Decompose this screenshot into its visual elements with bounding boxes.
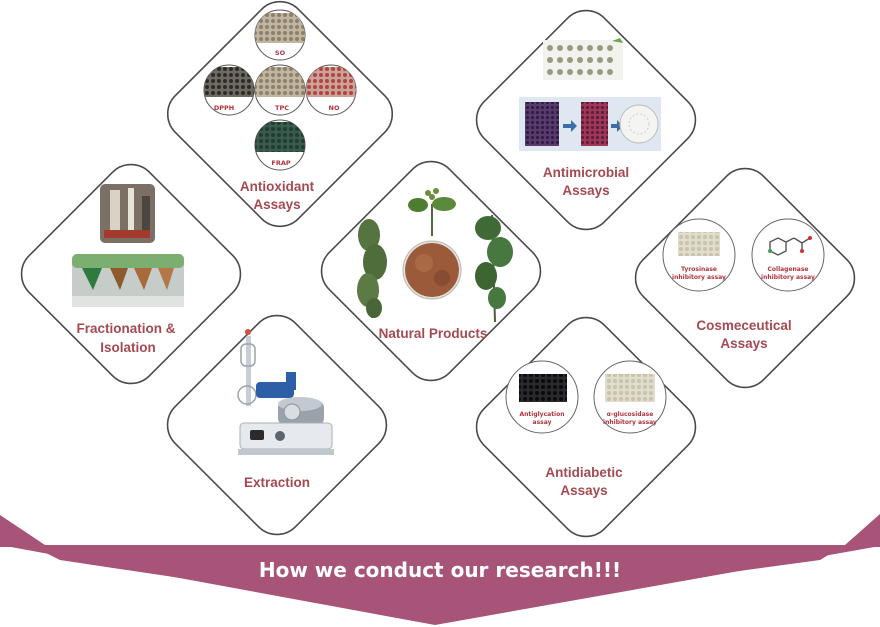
alpha-glucosidase-label-line1: α-glucosidase [607,411,654,418]
extract-petri-dish-image [402,240,462,300]
extraction-title: Extraction [244,475,310,490]
plate-no-label: NO [329,104,340,112]
antidiabetic-title-line1: Antidiabetic [545,465,623,480]
antioxidant-title-line2: Assays [253,197,300,212]
antioxidant-title-line1: Antioxidant [240,179,315,194]
antiglycation-label-line1: Antiglycation [519,411,564,418]
antimicrobial-title-line2: Assays [562,183,609,198]
alpha-glucosidase-label-line2: inhibitory assay [603,419,657,426]
antidiabetic-title-line2: Assays [560,483,607,498]
antiglycation-plate: Antiglycation assay [505,360,579,434]
alpha-glucosidase-plate: α-glucosidase inhibitory assay [593,360,667,434]
plate-frap: FRAP [254,119,306,171]
collagenase-plate: Collagenase inhibitory assay [751,218,825,292]
separatory-funnels-image [72,254,184,307]
tyrosinase-label-line1: Tyrosinase [681,266,717,273]
research-banner-body [30,545,845,622]
antidiabetic-frame [475,316,697,538]
plate-frap-label: FRAP [271,159,290,167]
plate-dpph: DPPH [203,64,255,116]
column-chromatography-image [100,184,155,243]
tyrosinase-plate: Tyrosinase inhibitory assay [662,218,736,292]
plant-right-image [475,214,513,323]
plate-so-label: SO [275,49,286,57]
plant-left-image [357,219,387,318]
research-banner-title: How we conduct our research!!! [259,558,621,582]
fractionation-title-line1: Fractionation & [76,321,175,336]
collagenase-label-line2: inhibitory assay [761,274,815,281]
cosmeceutical-title-line1: Cosmeceutical [696,318,791,333]
plate-no: NO [305,64,357,116]
plate-tpc: TPC [254,64,306,116]
plate-dpph-label: DPPH [214,104,234,112]
rotary-evaporator-image [237,329,334,455]
cosmeceutical-title-line2: Assays [720,336,767,351]
antimicrobial-disc-plates-image [543,38,623,80]
antimicrobial-microplate-image [519,97,661,151]
collagenase-label-line1: Collagenase [767,266,808,273]
plate-tpc-label: TPC [275,104,289,112]
cosmeceutical-frame [634,167,856,389]
plant-sprig-top-image [408,188,456,236]
fractionation-title-line2: Isolation [100,340,156,355]
tyrosinase-label-line2: inhibitory assay [672,274,726,281]
research-banner-band [0,514,880,547]
plate-so: SO [254,9,306,61]
antiglycation-label-line2: assay [533,419,552,426]
natural-products-title: Natural Products [379,326,488,341]
antimicrobial-title-line1: Antimicrobial [543,165,629,180]
